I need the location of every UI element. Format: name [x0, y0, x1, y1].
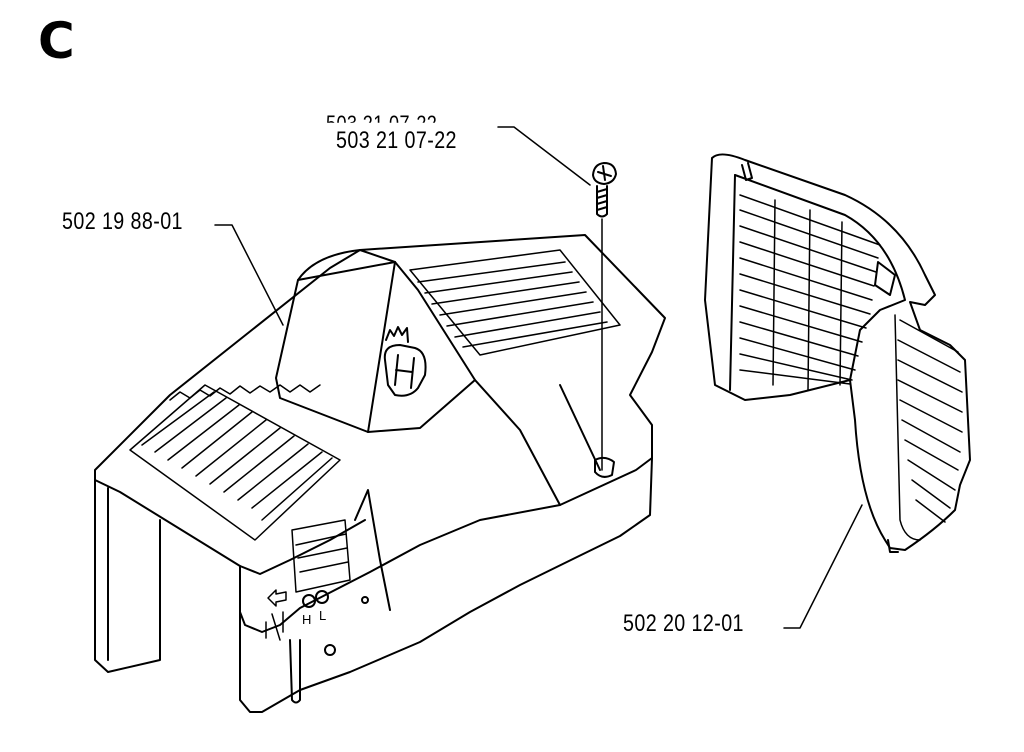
engine-cover-drawing: H L [94, 234, 666, 713]
screw-drawing [592, 162, 617, 471]
choke-symbol-icon [265, 611, 284, 641]
screw-leader [497, 126, 591, 186]
cover-leader [214, 224, 284, 326]
leader-lines [214, 126, 863, 629]
h-marking: H [302, 612, 311, 627]
air-grille-drawing [704, 153, 971, 553]
l-marking: L [319, 608, 326, 623]
screw-part-number: 503 21 07-22 [336, 127, 457, 154]
section-letter: C [38, 12, 75, 70]
grille-part-number: 502 20 12-01 [623, 610, 744, 637]
cover-part-number: 502 19 88-01 [62, 208, 183, 235]
ghost-label: 503 21 07-22 [326, 111, 438, 136]
grille-leader [783, 504, 863, 629]
arrow-symbol-icon [267, 589, 287, 607]
